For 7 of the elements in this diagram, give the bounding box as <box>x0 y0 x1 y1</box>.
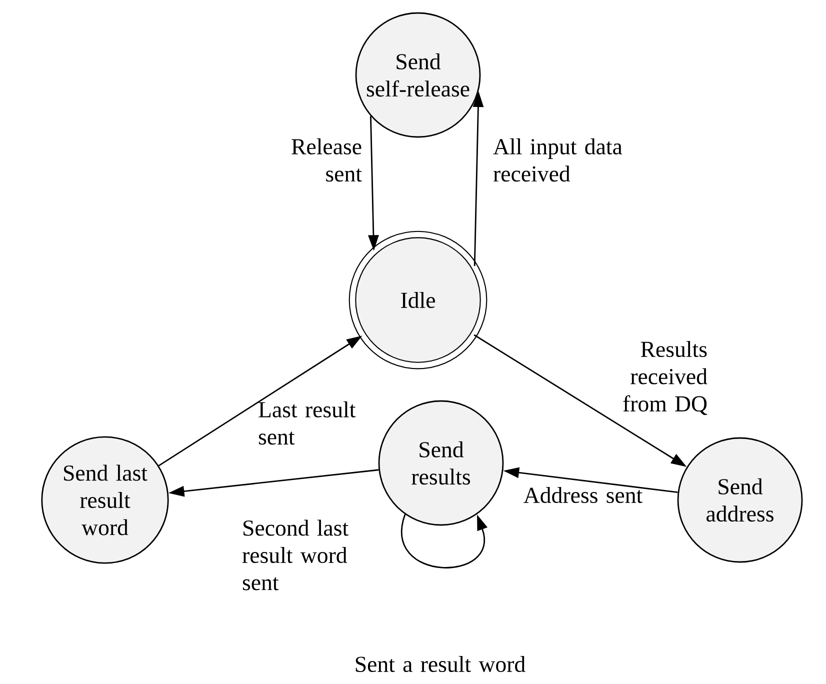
edge-label: Last result sent <box>258 401 356 445</box>
edge-label: All input data received <box>493 138 622 182</box>
edge-label: Address sent <box>524 486 642 504</box>
edge-label: Release sent <box>292 138 362 182</box>
edge-label: Results received from DQ <box>623 341 708 415</box>
edge-label: Sent a result word <box>356 656 526 672</box>
edge-label: Second last result word sent <box>242 520 348 590</box>
